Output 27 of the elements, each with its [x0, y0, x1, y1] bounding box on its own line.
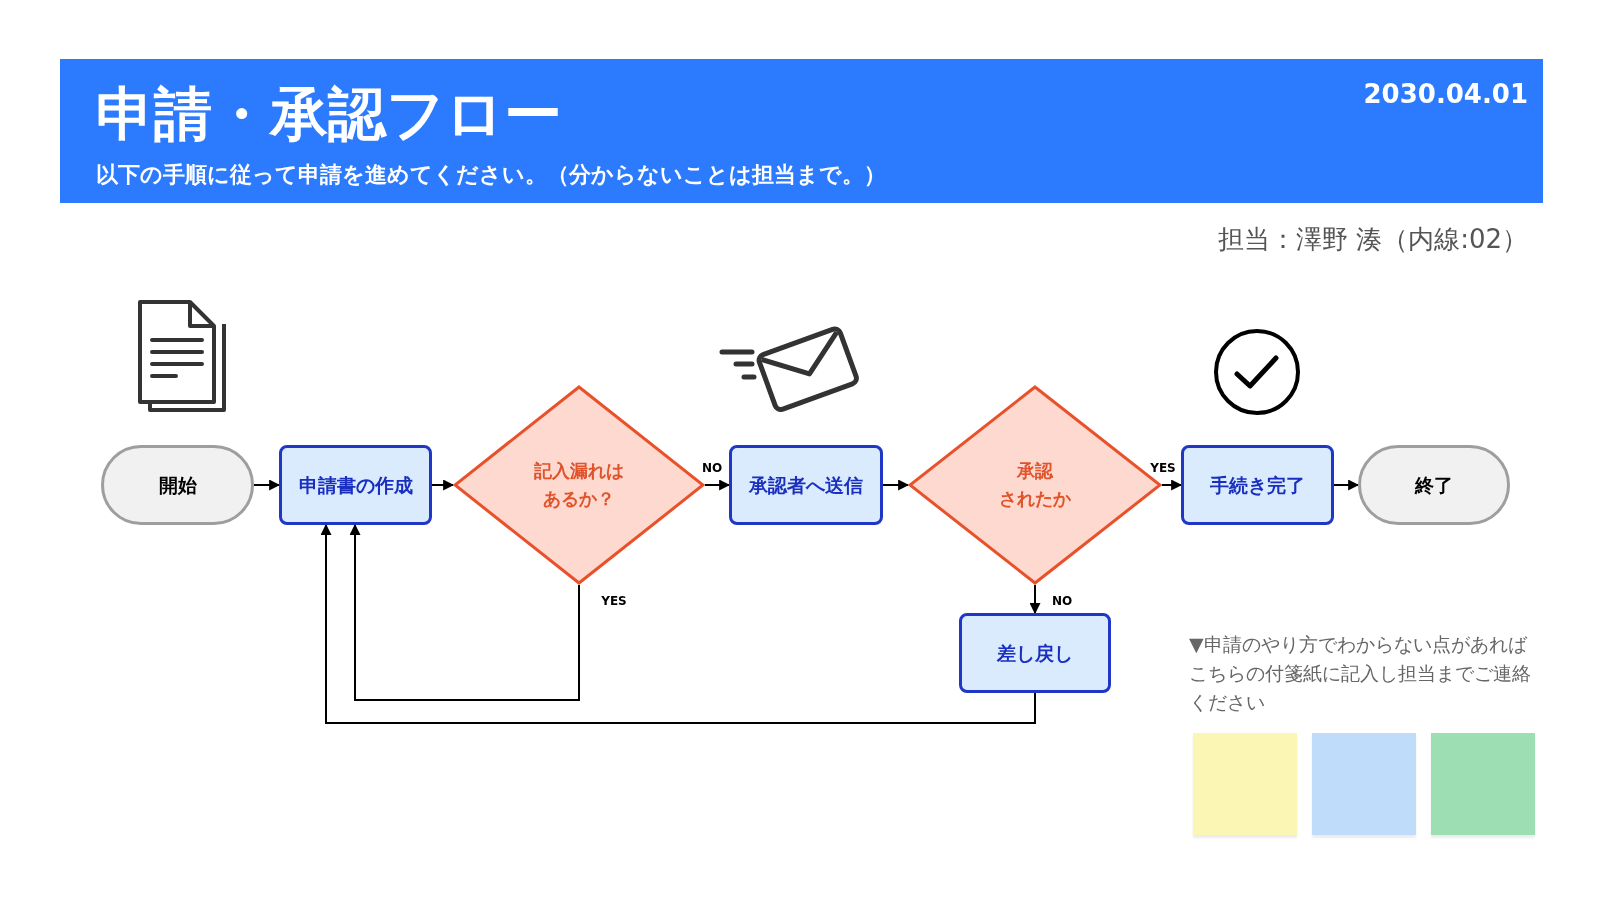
arrow [1161, 479, 1183, 491]
arrow [253, 479, 281, 491]
arrow [1333, 479, 1360, 491]
decision-text: 記入漏れは あるか？ [533, 459, 625, 511]
arrow [320, 523, 1036, 724]
process-box: 手続き完了 [1181, 445, 1334, 525]
subtitle: 以下の手順に従って申請を進めてください。（分からないことは担当まで。） [96, 161, 886, 189]
sticky-note [1312, 733, 1416, 835]
sticky-note [1431, 733, 1535, 835]
process-box: 申請書の作成 [279, 445, 432, 525]
decision-text: 承認 されたか [998, 459, 1072, 511]
edge-label: NO [1050, 594, 1074, 608]
arrow [882, 479, 910, 491]
edge-label: YES [600, 594, 628, 608]
edge-label: NO [700, 461, 724, 475]
arrow [431, 479, 455, 491]
process-box: 差し戻し [959, 613, 1111, 693]
title: 申請・承認フロー [96, 79, 562, 150]
process-box: 承認者へ送信 [729, 445, 883, 525]
arrow [1029, 584, 1041, 615]
note-text: ▼申請のやり方でわからない点があればこちらの付箋紙に記入し担当までご連絡ください [1189, 632, 1532, 715]
contact-person: 担当：澤野 湊（内線:02） [1217, 223, 1528, 256]
sticky-note [1193, 733, 1297, 835]
edge-label: YES [1149, 461, 1177, 475]
arrow [704, 479, 731, 491]
arrow [349, 523, 580, 701]
date: 2030.04.01 [1363, 78, 1528, 110]
